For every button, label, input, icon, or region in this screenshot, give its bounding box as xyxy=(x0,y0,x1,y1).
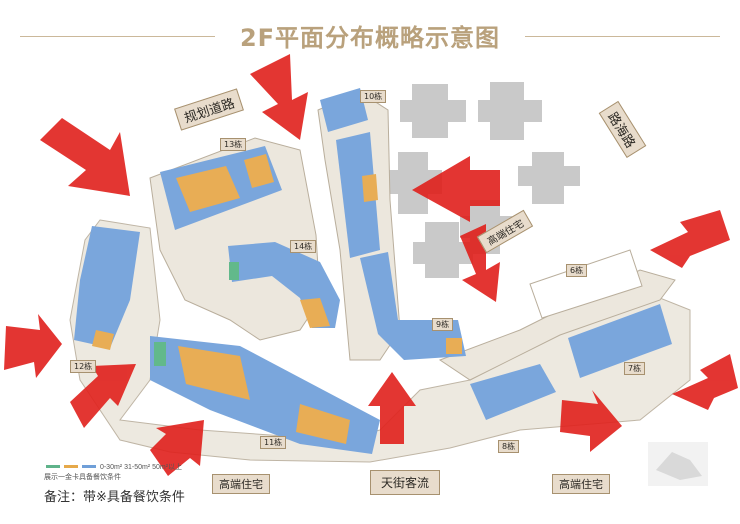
building-13-label: 13栋 xyxy=(220,138,247,151)
arrow-center xyxy=(412,156,500,222)
building-14 xyxy=(228,242,340,328)
arrow-topleft xyxy=(40,118,130,196)
building-12 xyxy=(74,226,140,350)
tower-3 xyxy=(518,152,580,204)
building-7 xyxy=(568,304,672,378)
arrow-top xyxy=(250,54,308,140)
arrow-mid xyxy=(460,224,500,302)
title-rule-right xyxy=(525,36,720,37)
building-10 xyxy=(320,88,380,258)
arrow-lower-left xyxy=(70,364,136,428)
building-6 xyxy=(529,249,643,319)
red-arrows xyxy=(4,54,738,476)
building-9-label: 9栋 xyxy=(432,318,454,331)
zone-highrise-right: 高端住宅 xyxy=(552,474,610,494)
tower-4 xyxy=(388,152,442,214)
arrow-bottom-center xyxy=(368,372,416,444)
building-9 xyxy=(360,252,466,360)
building-11 xyxy=(150,336,380,454)
arrow-left xyxy=(4,314,62,378)
page-title: 2F平面分布概略示意图 xyxy=(239,24,501,52)
legend-swatch-small xyxy=(46,465,60,469)
building-14-label: 14栋 xyxy=(290,240,317,253)
arrow-bottom-left xyxy=(150,420,204,476)
arrow-right xyxy=(650,210,730,268)
building-10-label: 10栋 xyxy=(360,90,387,103)
building-7-label: 7栋 xyxy=(624,362,646,375)
zone-highrise-left: 高端住宅 xyxy=(212,474,270,494)
building-12-label: 12栋 xyxy=(70,360,97,373)
legend-swatch-mid xyxy=(64,465,78,469)
building-8 xyxy=(470,364,556,420)
tower-2 xyxy=(478,82,542,140)
arrow-bottom-right xyxy=(560,390,622,452)
zone-tianjie: 天街客流 xyxy=(370,470,441,495)
legend-sizes: 0-30m² 31-50m² 50m²以上 xyxy=(99,464,183,471)
key-plan xyxy=(648,442,708,486)
legend-sub: 展示一金卡具备餐饮条件 xyxy=(44,474,121,481)
building-13 xyxy=(160,146,282,230)
tower-1 xyxy=(400,84,466,138)
building-8-label: 8栋 xyxy=(498,440,520,453)
legend: 0-30m² 31-50m² 50m²以上 展示一金卡具备餐饮条件 xyxy=(44,462,182,482)
building-11-label: 11栋 xyxy=(260,436,287,449)
tower-5 xyxy=(413,222,473,278)
arrow-far-right xyxy=(672,354,738,410)
footer-note: 备注：带※具备餐饮条件 xyxy=(44,490,185,505)
title-rule-left xyxy=(20,36,215,37)
legend-swatch-large xyxy=(82,465,96,469)
residential-towers xyxy=(388,82,580,278)
building-6-label: 6栋 xyxy=(566,264,588,277)
